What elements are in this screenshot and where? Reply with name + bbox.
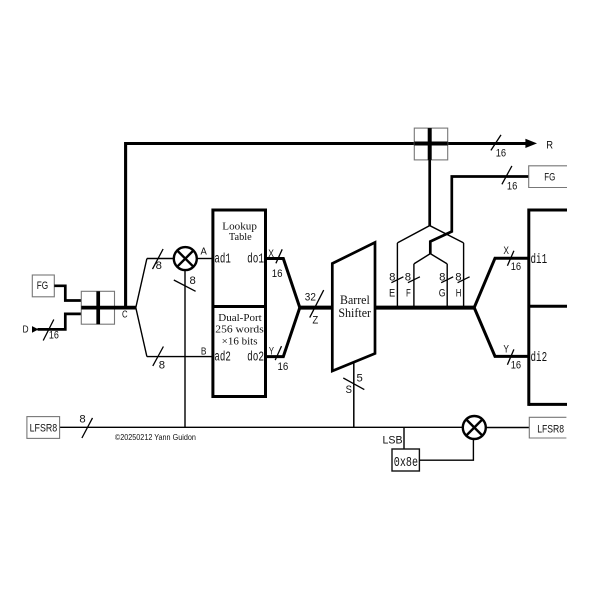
svg-text:16: 16 xyxy=(511,360,521,372)
svg-text:32: 32 xyxy=(305,292,316,304)
svg-text:G: G xyxy=(439,288,446,300)
svg-text:8: 8 xyxy=(156,260,162,272)
svg-text:X: X xyxy=(503,245,509,257)
svg-text:di2: di2 xyxy=(531,351,548,366)
svg-text:8: 8 xyxy=(79,413,85,425)
svg-text:×16 bits: ×16 bits xyxy=(222,336,258,348)
svg-text:16: 16 xyxy=(496,147,506,159)
svg-text:16: 16 xyxy=(272,268,283,280)
svg-text:ad2: ad2 xyxy=(214,351,230,366)
svg-text:S: S xyxy=(346,384,352,396)
svg-text:0x8e: 0x8e xyxy=(394,456,418,471)
svg-text:8: 8 xyxy=(190,275,196,287)
svg-text:E: E xyxy=(389,288,395,300)
svg-text:B: B xyxy=(201,347,207,358)
svg-text:©20250212 Yann Guidon: ©20250212 Yann Guidon xyxy=(115,432,196,442)
svg-text:16: 16 xyxy=(278,361,289,373)
svg-text:Lookup: Lookup xyxy=(222,220,257,232)
svg-text:do1: do1 xyxy=(247,253,264,268)
svg-text:Dual-Port: Dual-Port xyxy=(218,312,261,324)
svg-text:8: 8 xyxy=(455,271,461,283)
svg-text:8: 8 xyxy=(389,271,395,283)
svg-text:5: 5 xyxy=(357,372,363,384)
svg-text:16: 16 xyxy=(511,261,521,273)
svg-text:X: X xyxy=(268,248,274,260)
svg-text:Table: Table xyxy=(229,231,252,243)
svg-text:8: 8 xyxy=(405,271,411,283)
svg-text:F: F xyxy=(406,288,411,300)
svg-text:256 words: 256 words xyxy=(215,323,263,335)
svg-text:Y: Y xyxy=(269,345,275,357)
svg-text:H: H xyxy=(456,288,462,300)
svg-text:Barrel: Barrel xyxy=(340,293,370,307)
svg-text:Z: Z xyxy=(312,315,318,327)
svg-text:Shifter: Shifter xyxy=(338,306,372,320)
svg-text:R: R xyxy=(546,140,553,152)
svg-text:LFSR8: LFSR8 xyxy=(30,423,58,435)
svg-text:di1: di1 xyxy=(531,253,548,268)
svg-text:Y: Y xyxy=(503,343,509,355)
svg-text:do2: do2 xyxy=(247,351,264,366)
svg-text:C: C xyxy=(122,309,128,320)
svg-text:8: 8 xyxy=(439,271,445,283)
svg-text:A: A xyxy=(201,246,208,257)
svg-text:LSB: LSB xyxy=(383,435,403,447)
svg-text:FG: FG xyxy=(544,172,555,184)
svg-text:8: 8 xyxy=(159,360,165,372)
svg-text:LFSR8: LFSR8 xyxy=(537,423,564,435)
svg-text:FG: FG xyxy=(37,280,48,292)
svg-text:16: 16 xyxy=(49,330,59,342)
svg-text:16: 16 xyxy=(507,181,517,193)
svg-text:D: D xyxy=(23,324,29,335)
svg-text:ad1: ad1 xyxy=(214,253,230,268)
